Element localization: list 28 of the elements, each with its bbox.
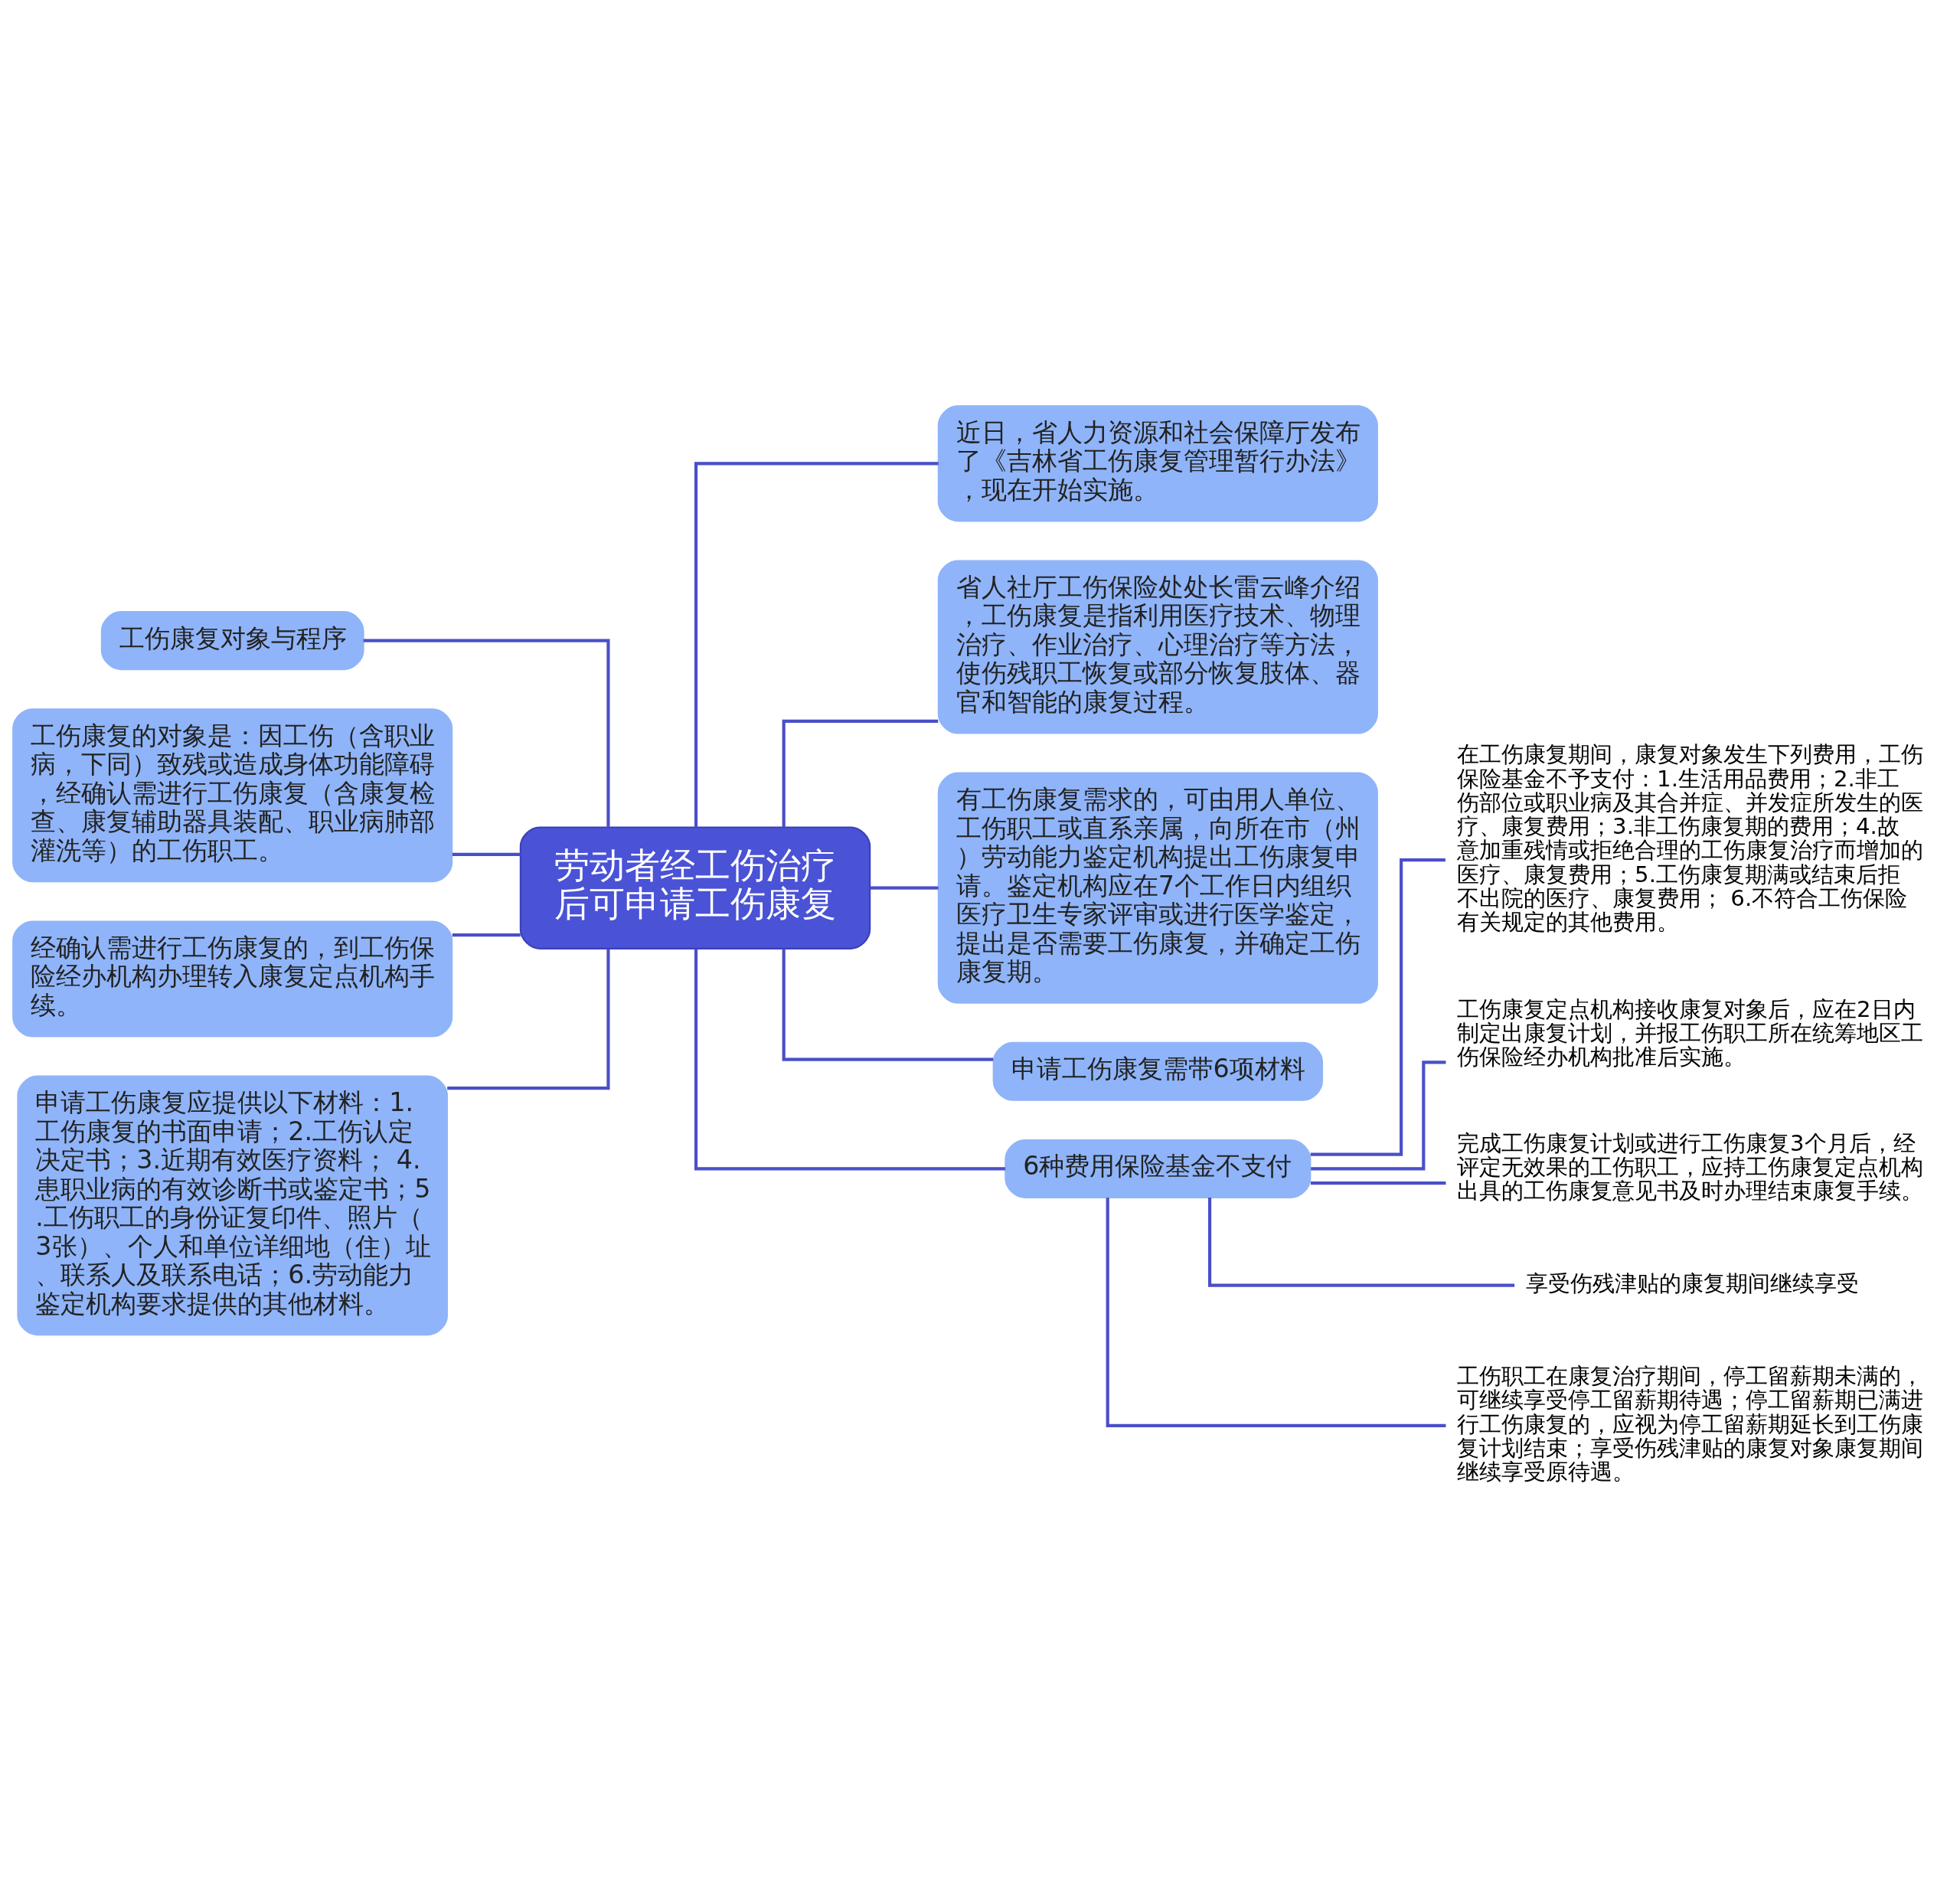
connector: [452, 852, 521, 856]
connector: [1208, 1197, 1515, 1287]
node-box: 经确认需进行工伤康复的，到工伤保险经办机构办理转入康复定点机构手续。: [12, 920, 453, 1037]
node-text: 工伤康复定点机构接收康复对象后，应在2日内制定出康复计划，并报工伤职工所在统筹地区工伤保险经办机构批准后实施。: [1457, 995, 1924, 1070]
node-box: 劳动者经工伤治疗后可申请工伤康复: [519, 825, 871, 949]
node-box: 工伤康复对象与程序: [100, 610, 364, 670]
node-text: 工伤职工在康复治疗期间，停工留薪期未满的，可继续享受停工留薪期待遇；停工留薪期已满进行工伤康复的，应视为停工留薪期延长到工伤康复计划结束；享受伤残津贴的康复对象康复期间继续享受原待遇。: [1457, 1362, 1924, 1485]
connector: [782, 719, 939, 827]
connector: [447, 949, 610, 1090]
node-box: 省人社厅工伤保险处处长雷云峰介绍，工伤康复是指利用医疗技术、物理治疗、作业治疗、心理治疗等方法，使伤残职工恢复或部分恢复肢体、器官和智能的康复过程。: [937, 559, 1378, 734]
node-box: 近日，省人力资源和社会保障厅发布了《吉林省工伤康复管理暂行办法》，现在开始实施。: [937, 404, 1378, 521]
node-box: 工伤康复的对象是：因工伤（含职业病，下同）致残或造成身体功能障碍，经确认需进行工伤康复（含康复检查、康复辅助器具装配、职业病肺部灌洗等）的工伤职工。: [12, 708, 453, 882]
node-text: 在工伤康复期间，康复对象发生下列费用，工伤保险基金不予支付：1.生活用品费用；2.非工伤部位或职业病及其合并症、并发症所发生的医疗、康复费用；3.非工伤康复期的费用；4.故意加重残情或拒绝合理的工伤康复治疗而增加的医疗、康复费用；5.工伤康复期满或结束后拒不出院的医疗、康复费用； 6.不符合工伤保险有关规定的其他费用。: [1457, 740, 1924, 935]
node-text: 享受伤残津贴的康复期间继续享受: [1525, 1270, 1859, 1296]
connector: [694, 948, 1006, 1170]
connector: [694, 461, 939, 827]
node-box: 申请工伤康复应提供以下材料：1.工伤康复的书面申请；2.工伤认定决定书；3.近期有效医疗资料； 4.患职业病的有效诊断书或鉴定书；5.工伤职工的身份证复印件、照片（3张）、个人和单位详细地（住）址、联系人及联系电话；6.劳动能力鉴定机构要求提供的其他材料。: [17, 1075, 449, 1335]
node-box: 6种费用保险基金不支付: [1004, 1139, 1312, 1198]
connector: [1311, 1181, 1446, 1185]
connector: [452, 933, 521, 936]
node-box: 申请工伤康复需带6项材料: [992, 1041, 1324, 1101]
node-text: 完成工伤康复计划或进行工伤康复3个月后，经评定无效果的工伤职工，应持工伤康复定点机构出具的工伤康复意见书及时办理结束康复手续。: [1457, 1129, 1924, 1204]
connector: [870, 886, 939, 890]
connector: [1310, 858, 1446, 1156]
connector: [782, 948, 994, 1061]
connector: [363, 639, 610, 827]
connector: [1106, 1197, 1446, 1427]
node-box: 有工伤康复需求的，可由用人单位、工伤职工或直系亲属，向所在市（州）劳动能力鉴定机构提出工伤康复申请。鉴定机构应在7个工作日内组织医疗卫生专家评审或进行医学鉴定，提出是否需要工伤康复，并确定工伤康复期。: [937, 772, 1378, 1004]
